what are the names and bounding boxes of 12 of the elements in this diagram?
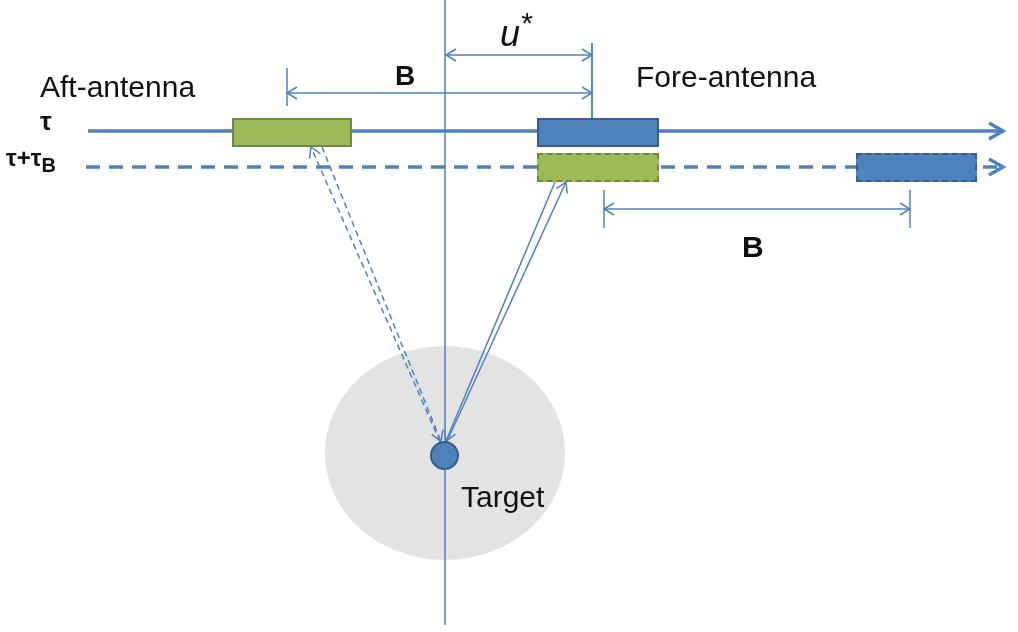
node-caption: Fore-antenna [636, 62, 817, 92]
antenna-box [537, 153, 659, 182]
antenna-box [856, 153, 977, 182]
dimension-label: B [395, 62, 416, 90]
antenna-box [537, 118, 659, 147]
antenna-box [232, 118, 352, 147]
node-caption: Aft-antenna [40, 72, 196, 102]
dimension-label: u$^{*}$ [500, 8, 532, 52]
dimension-label: B [742, 232, 764, 262]
node-caption: Target [461, 482, 545, 512]
time-label: τ+τ$_{B}$ [6, 146, 56, 175]
time-label: τ [40, 108, 52, 134]
